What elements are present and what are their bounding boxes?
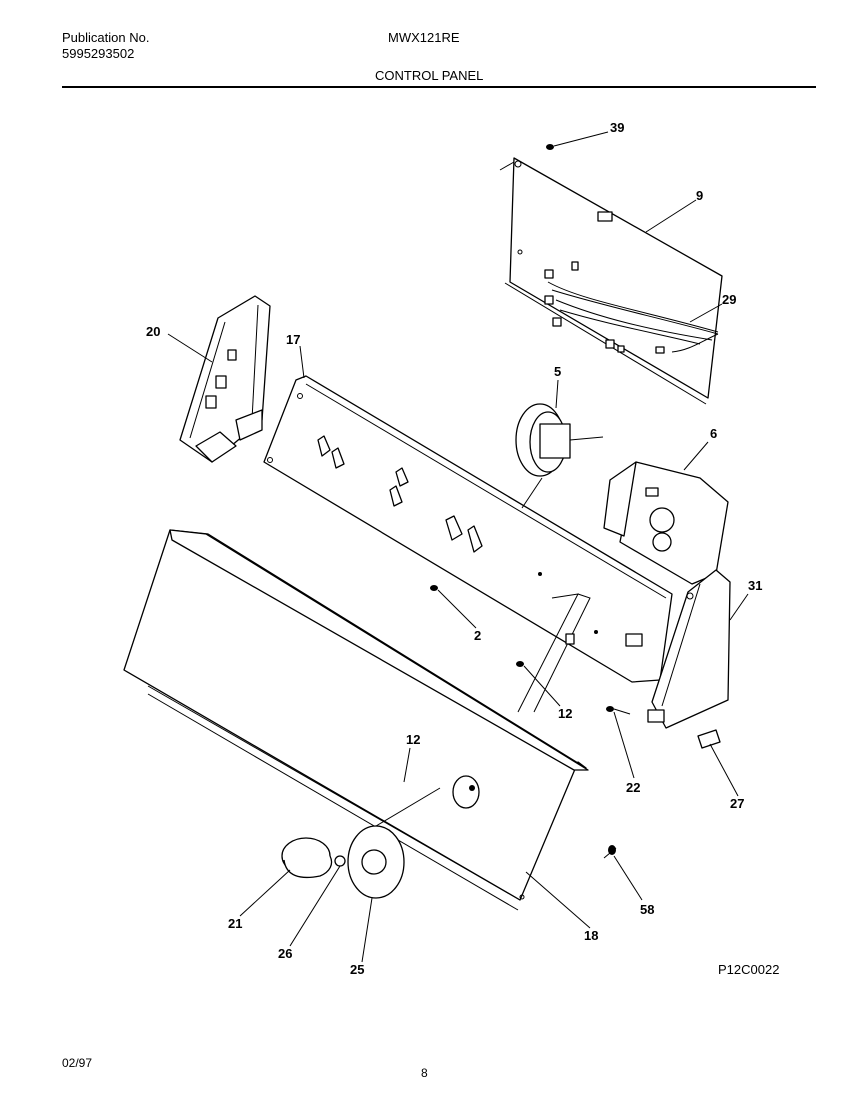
part-27-clip: [697, 729, 721, 749]
leader-21: [239, 869, 291, 917]
leader-31: [729, 593, 749, 621]
callout-2: 2: [474, 628, 481, 643]
part-29-wire-harness: [544, 261, 719, 354]
callout-20: 20: [146, 324, 160, 339]
model-number: MWX121RE: [388, 30, 460, 45]
leader-29: [689, 303, 723, 323]
leader-20: [167, 333, 213, 363]
leader-2: [437, 589, 477, 629]
callout-17: 17: [286, 332, 300, 347]
footer-page-number: 8: [421, 1066, 428, 1080]
callout-25: 25: [350, 962, 364, 977]
leader-12b: [403, 747, 411, 783]
footer-date: 02/97: [62, 1056, 93, 1070]
part-9-rear-cover: [499, 157, 723, 405]
leader-25: [361, 897, 373, 963]
part-12-screw-upper: [516, 661, 524, 667]
callout-21: 21: [228, 916, 242, 931]
callout-26: 26: [278, 946, 292, 961]
part-18-front-console: [123, 529, 589, 911]
part-5-timer: [515, 403, 604, 509]
callout-31: 31: [748, 578, 762, 593]
callout-5: 5: [554, 364, 561, 379]
leader-12a: [523, 665, 561, 707]
callout-39: 39: [610, 120, 624, 135]
section-title: CONTROL PANEL: [375, 68, 484, 83]
part-20-end-bracket: [179, 295, 271, 463]
leader-58: [613, 855, 643, 901]
leader-22: [613, 711, 635, 779]
callout-18: 18: [584, 928, 598, 943]
part-6-control-module: [603, 461, 729, 585]
publication-number: 5995293502: [62, 46, 135, 61]
publication-label: Publication No.: [62, 30, 150, 45]
callout-6: 6: [710, 426, 717, 441]
callout-58: 58: [640, 902, 654, 917]
leader-6: [683, 441, 709, 471]
callout-9: 9: [696, 188, 703, 203]
leader-5: [555, 379, 559, 409]
leader-18: [525, 871, 591, 929]
panel-connector-bracket: [517, 593, 591, 713]
part-58-screw: [603, 845, 617, 859]
part-2-screw: [430, 585, 438, 591]
diagram-code: P12C0022: [718, 962, 779, 977]
part-39-screw: [546, 144, 554, 150]
part-21-knob: [281, 837, 333, 879]
header-divider: [62, 86, 816, 88]
part-22-screw: [606, 706, 631, 715]
part-26-spring-clip: [334, 855, 346, 867]
leader-9: [645, 199, 697, 233]
leader-17: [299, 345, 305, 379]
leader-26: [289, 865, 341, 947]
callout-27: 27: [730, 796, 744, 811]
part-25-dial: [347, 787, 441, 899]
leader-27: [709, 743, 739, 797]
leader-39: [553, 131, 609, 147]
callout-12-upper: 12: [558, 706, 572, 721]
callout-12-lower: 12: [406, 732, 420, 747]
part-31-side-panel: [647, 569, 731, 729]
callout-22: 22: [626, 780, 640, 795]
callout-29: 29: [722, 292, 736, 307]
